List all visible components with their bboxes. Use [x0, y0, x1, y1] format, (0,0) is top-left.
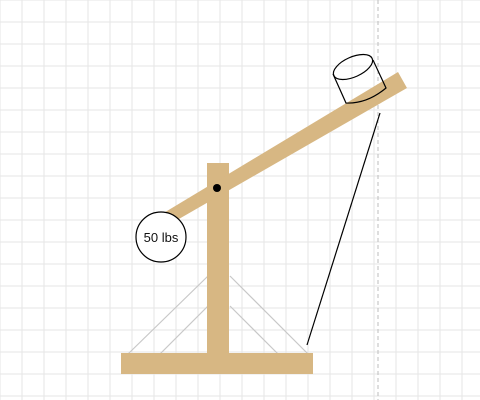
pivot-point [213, 184, 221, 192]
counterweight-label: 50 lbs [144, 230, 179, 245]
base-plank [121, 353, 313, 374]
left-inner-brace [159, 305, 209, 355]
bucket [332, 53, 387, 104]
vertical-post [207, 163, 229, 354]
counterweight-circle [135, 211, 187, 263]
right-inner-brace [229, 305, 279, 355]
bucket-body [332, 59, 387, 104]
right-outer-brace [229, 275, 309, 355]
support-braces [127, 275, 309, 355]
sling-rope [306, 112, 381, 346]
counterweight: 50 lbs [135, 211, 187, 263]
throwing-arm [152, 72, 407, 231]
left-outer-brace [127, 275, 209, 355]
bucket-rim [332, 53, 374, 81]
